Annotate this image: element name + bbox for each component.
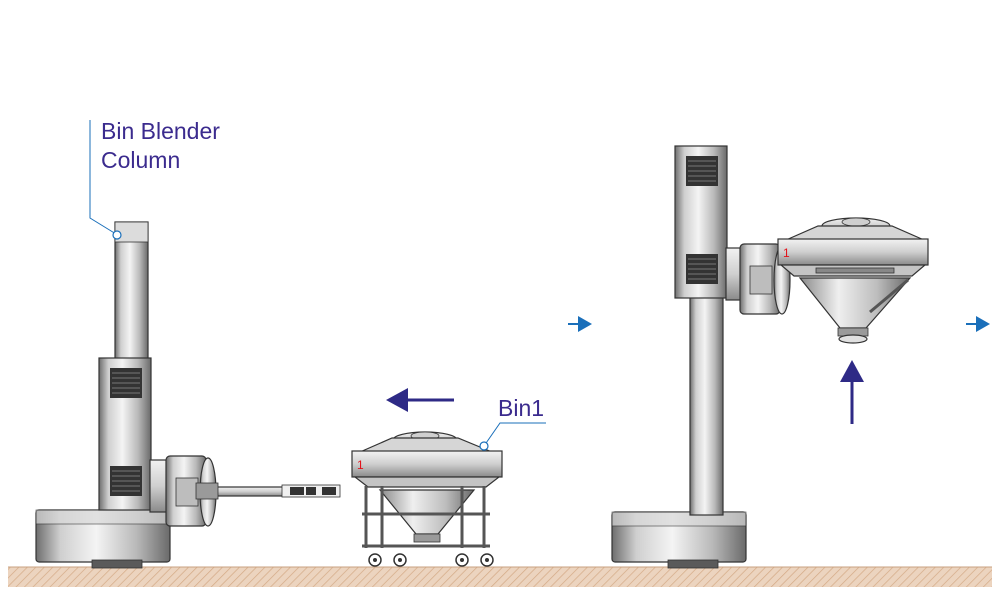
bin-number-right: 1 [783,246,790,260]
callout-column-label-line2: Column [101,147,180,173]
blender-column-right [611,145,791,569]
column-foot [667,559,719,569]
callout-column: Bin Blender Column [89,118,220,240]
callout-bin: Bin1 [479,395,546,451]
column-mast [689,294,724,516]
trolley-frame [362,486,490,548]
floor [8,567,992,587]
bin-body [777,238,929,266]
bin-outlet [838,334,868,344]
bin-body [351,450,503,478]
arrow-move-left [386,388,454,412]
bin-on-trolley: 1 [351,431,503,567]
callout-column-label-line1: Bin Blender [101,118,220,144]
bin-cone [378,489,476,535]
step-arrow-right-2 [966,316,990,332]
column-foot [91,559,143,569]
trolley-casters [368,553,494,567]
blender-column-left [35,221,341,569]
step-arrow-right-1 [568,316,592,332]
bin-number-left: 1 [357,458,364,472]
arrow-lift-up [840,360,864,424]
column-mast [114,221,149,363]
bin-cone [798,277,912,329]
bin-lifted: 1 [777,217,929,344]
callout-bin-label: Bin1 [498,395,544,421]
